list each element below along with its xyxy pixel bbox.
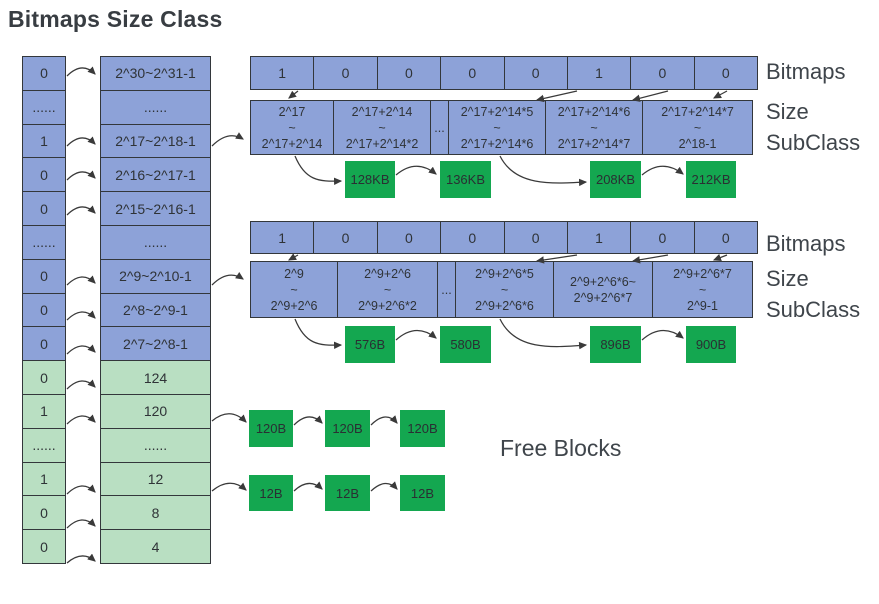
range-cell: 4 [100, 529, 211, 564]
bit-cell: 0 [22, 258, 66, 294]
range-cell: 8 [100, 495, 211, 531]
group2-bitmaps-label: Bitmaps [766, 231, 846, 256]
size-block: 212KB [686, 161, 736, 198]
bitmap-bit: 0 [630, 56, 695, 90]
range-cell: 2^15~2^16-1 [100, 191, 211, 226]
bitmap-bit: 1 [566, 56, 632, 90]
bit-cell: 0 [22, 326, 66, 362]
bit-cell: 1 [22, 393, 66, 429]
bit-cell-dots: ...... [22, 224, 66, 260]
size-class-range-column: 2^30~2^31-1 ...... 2^17~2^18-1 2^16~2^17… [100, 56, 211, 564]
range-cell: 124 [100, 360, 211, 395]
free-blocks-label: Free Blocks [500, 435, 622, 461]
bitmap-bit: 0 [376, 221, 442, 254]
subclass-cell: 2^17+2^14*5~2^17+2^14*6 [448, 100, 546, 155]
subclass-cell: 2^9+2^6*7~2^9-1 [652, 261, 753, 318]
size-block: 580B [440, 326, 491, 363]
range-cell-dots: ...... [100, 427, 211, 463]
bit-cell: 0 [22, 292, 66, 328]
range-cell-dots: ...... [100, 224, 211, 260]
range-cell: 2^16~2^17-1 [100, 157, 211, 193]
bit-cell: 0 [22, 191, 66, 226]
subclass-cell-ellipsis: ... [430, 100, 449, 155]
group1-bitmaps-label: Bitmaps [766, 59, 846, 84]
bitmap-bit: 1 [250, 56, 315, 90]
bitmap-bit: 1 [566, 221, 632, 254]
free-block: 120B [325, 410, 370, 447]
free-block: 120B [249, 410, 293, 447]
range-cell: 12 [100, 461, 211, 497]
subclass-cell: 2^17+2^14*6~2^17+2^14*7 [545, 100, 643, 155]
range-cell: 2^7~2^8-1 [100, 326, 211, 362]
size-block: 576B [345, 326, 395, 363]
group2-subclass-label: SubClass [766, 297, 861, 322]
size-block: 896B [590, 326, 641, 363]
group1-bitmap-row: 1 0 0 0 0 1 0 0 [250, 56, 758, 90]
subclass-cell: 2^17~2^17+2^14 [250, 100, 334, 155]
group2-subclass-row: 2^9~2^9+2^6 2^9+2^6~2^9+2^6*2 ... 2^9+2^… [250, 261, 753, 318]
bit-cell: 1 [22, 461, 66, 497]
range-cell: 2^17~2^18-1 [100, 123, 211, 159]
bit-cell: 0 [22, 56, 66, 91]
range-cell: 2^30~2^31-1 [100, 56, 211, 91]
bitmap-bit: 0 [313, 56, 378, 90]
bitmap-bit: 0 [503, 56, 568, 90]
free-block: 12B [325, 475, 370, 511]
bitmap-bit: 0 [693, 221, 758, 254]
bit-cell: 1 [22, 123, 66, 159]
range-cell: 2^9~2^10-1 [100, 258, 211, 294]
subclass-cell: 2^9~2^9+2^6 [250, 261, 338, 318]
size-block: 136KB [440, 161, 491, 198]
subclass-cell: 2^9+2^6*6~2^9+2^6*7 [553, 261, 653, 318]
bitmap-bit: 1 [250, 221, 315, 254]
subclass-cell: 2^9+2^6*5~2^9+2^6*6 [455, 261, 554, 318]
bitmap-bit: 0 [503, 221, 568, 254]
bit-cell: 0 [22, 360, 66, 395]
bitmap-bit: 0 [376, 56, 442, 90]
bitmap-bit: 0 [440, 56, 505, 90]
group2-bitmap-row: 1 0 0 0 0 1 0 0 [250, 221, 758, 254]
group1-size-label: Size [766, 99, 809, 124]
bit-cell: 0 [22, 529, 66, 564]
bit-cell: 0 [22, 495, 66, 531]
subclass-cell: 2^9+2^6~2^9+2^6*2 [337, 261, 438, 318]
free-block: 120B [400, 410, 445, 447]
bit-cell: 0 [22, 157, 66, 193]
free-block: 12B [249, 475, 293, 511]
size-block: 208KB [590, 161, 641, 198]
group2-size-label: Size [766, 266, 809, 291]
subclass-cell: 2^17+2^14~2^17+2^14*2 [333, 100, 431, 155]
bit-cell-dots: ...... [22, 427, 66, 463]
group1-subclass-label: SubClass [766, 130, 861, 155]
free-block: 12B [400, 475, 445, 511]
size-block: 128KB [345, 161, 395, 198]
range-cell: 120 [100, 393, 211, 429]
subclass-cell-ellipsis: ... [437, 261, 456, 318]
group1-subclass-row: 2^17~2^17+2^14 2^17+2^14~2^17+2^14*2 ...… [250, 100, 753, 155]
bit-cell-dots: ...... [22, 89, 66, 125]
bitmap-bit: 0 [313, 221, 378, 254]
range-cell: 2^8~2^9-1 [100, 292, 211, 328]
page-title: Bitmaps Size Class [8, 6, 223, 32]
bitmap-bit: 0 [440, 221, 505, 254]
range-cell-dots: ...... [100, 89, 211, 125]
bitmap-bit: 0 [630, 221, 695, 254]
bitmap-bit: 0 [693, 56, 758, 90]
size-class-bit-column: 0 ...... 1 0 0 ...... 0 0 0 0 1 ...... 1… [22, 56, 66, 564]
size-block: 900B [686, 326, 736, 363]
subclass-cell: 2^17+2^14*7~2^18-1 [642, 100, 753, 155]
